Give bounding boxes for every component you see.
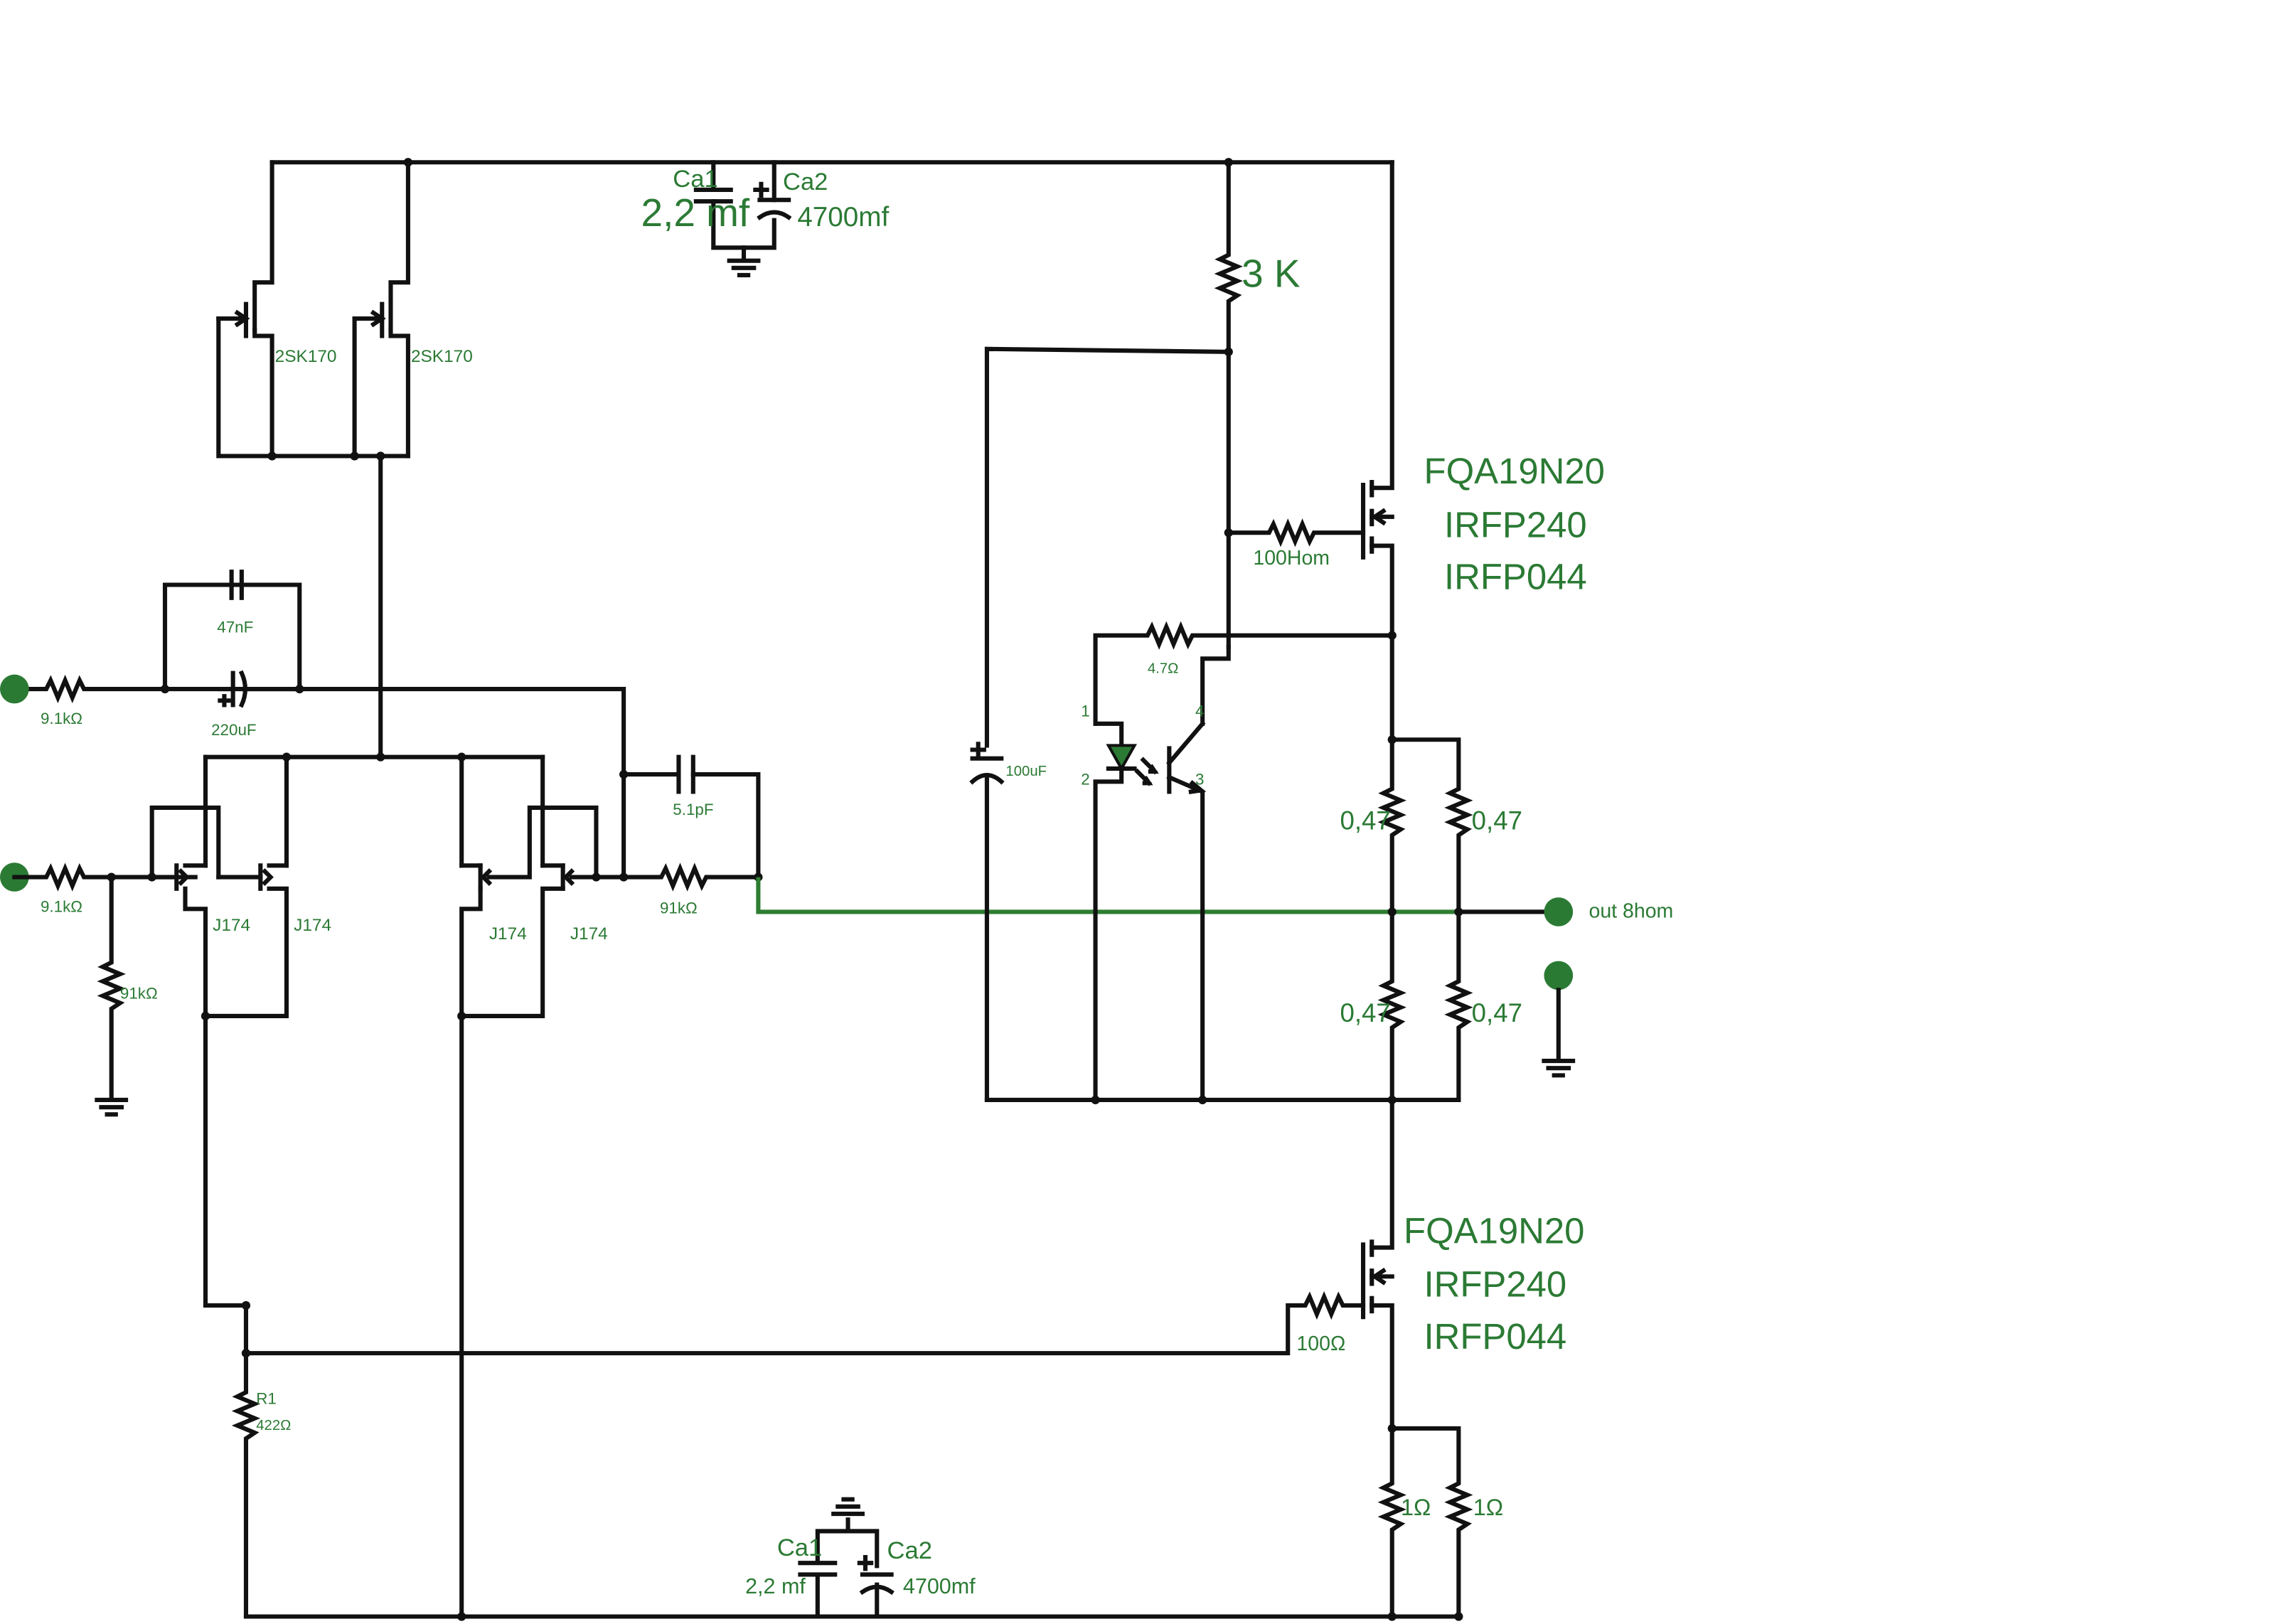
j174-b-label: J174 (294, 916, 331, 935)
r047-b: 0,47 (1472, 806, 1522, 835)
r100-label: 100Ω (1296, 1332, 1345, 1355)
opto-pin4: 4 (1195, 703, 1204, 720)
ca2-top-label: Ca2 (783, 169, 828, 196)
r1-label: R1 (256, 1389, 277, 1407)
opto-pin2: 2 (1081, 770, 1089, 788)
r1ohm-b: 1Ω (1473, 1495, 1503, 1520)
j174-c-label: J174 (489, 924, 527, 944)
input-terminal-1[interactable] (0, 674, 29, 704)
optocoupler (1093, 720, 1207, 1103)
c220u-label: 220uF (211, 721, 256, 739)
r047-c: 0,47 (1340, 998, 1390, 1027)
top-supply-rail (269, 158, 1394, 167)
jfet-2sk170-pair (216, 160, 410, 759)
opto-pin3: 3 (1195, 770, 1204, 788)
r47-label: 4.7Ω (1148, 661, 1179, 677)
r100hom-label: 100Hom (1253, 547, 1330, 570)
mos-top-2: IRFP240 (1444, 504, 1587, 545)
ca1-bot-value: 2,2 mf (745, 1574, 806, 1598)
output-terminal[interactable] (1544, 897, 1574, 926)
ca1-top-value: 2,2 mf (641, 191, 750, 235)
bottom-supply-capacitors (798, 1497, 895, 1619)
mos-bot-3: IRFP044 (1424, 1316, 1567, 1357)
q2-label: 2SK170 (411, 347, 473, 366)
j174-right-pair (457, 805, 629, 1619)
c51p-label: 5.1pF (673, 801, 713, 818)
ground-symbol-output (1542, 988, 1576, 1078)
mosfet-bottom (243, 1097, 1394, 1431)
j174-a-label: J174 (213, 916, 250, 935)
r91k-gnd-label: 91kΩ (120, 985, 158, 1003)
source-resistors-bottom (1377, 1423, 1473, 1619)
mos-top-1: FQA19N20 (1424, 451, 1605, 491)
ground-terminal[interactable] (1544, 961, 1574, 990)
top-supply-capacitors (693, 160, 792, 278)
bias-section (969, 160, 1394, 1103)
output-label: out 8hom (1589, 900, 1674, 923)
ca2-bot-value: 4700mf (903, 1574, 976, 1598)
q1-label: 2SK170 (275, 347, 337, 366)
mos-top-3: IRFP044 (1444, 557, 1587, 597)
ca2-top-value: 4700mf (797, 202, 889, 233)
mosfet-top (1360, 160, 1397, 742)
j174-d-label: J174 (570, 924, 608, 944)
r1-value: 422Ω (256, 1418, 291, 1433)
bottom-supply-rail (243, 1612, 1463, 1621)
ca2-bot-label: Ca2 (887, 1537, 932, 1564)
r047-a: 0,47 (1340, 806, 1390, 835)
input-network (12, 570, 629, 880)
bias-bottom-rail (984, 1095, 1461, 1105)
opto-pin1: 1 (1081, 703, 1089, 720)
mos-bot-1: FQA19N20 (1404, 1210, 1584, 1251)
r047-d: 0,47 (1472, 998, 1522, 1027)
c100u-label: 100uF (1005, 764, 1047, 779)
r1-resistor (231, 1303, 261, 1619)
r3k-label: 3 K (1242, 251, 1301, 295)
feedback-network (621, 754, 1559, 914)
r1ohm-a: 1Ω (1401, 1495, 1431, 1520)
rin2-label: 9.1kΩ (41, 897, 82, 915)
j174-bus (203, 752, 545, 868)
j174-left-pair (149, 805, 289, 1310)
r91k-fb-label: 91kΩ (660, 899, 698, 917)
rin1-label: 9.1kΩ (41, 710, 82, 727)
mos-bot-2: IRFP240 (1424, 1264, 1567, 1305)
ca1-bot-label: Ca1 (777, 1534, 822, 1561)
ca1-top-label: Ca1 (673, 166, 717, 193)
output-resistors (1377, 735, 1561, 1103)
c47n-label: 47nF (217, 619, 253, 636)
